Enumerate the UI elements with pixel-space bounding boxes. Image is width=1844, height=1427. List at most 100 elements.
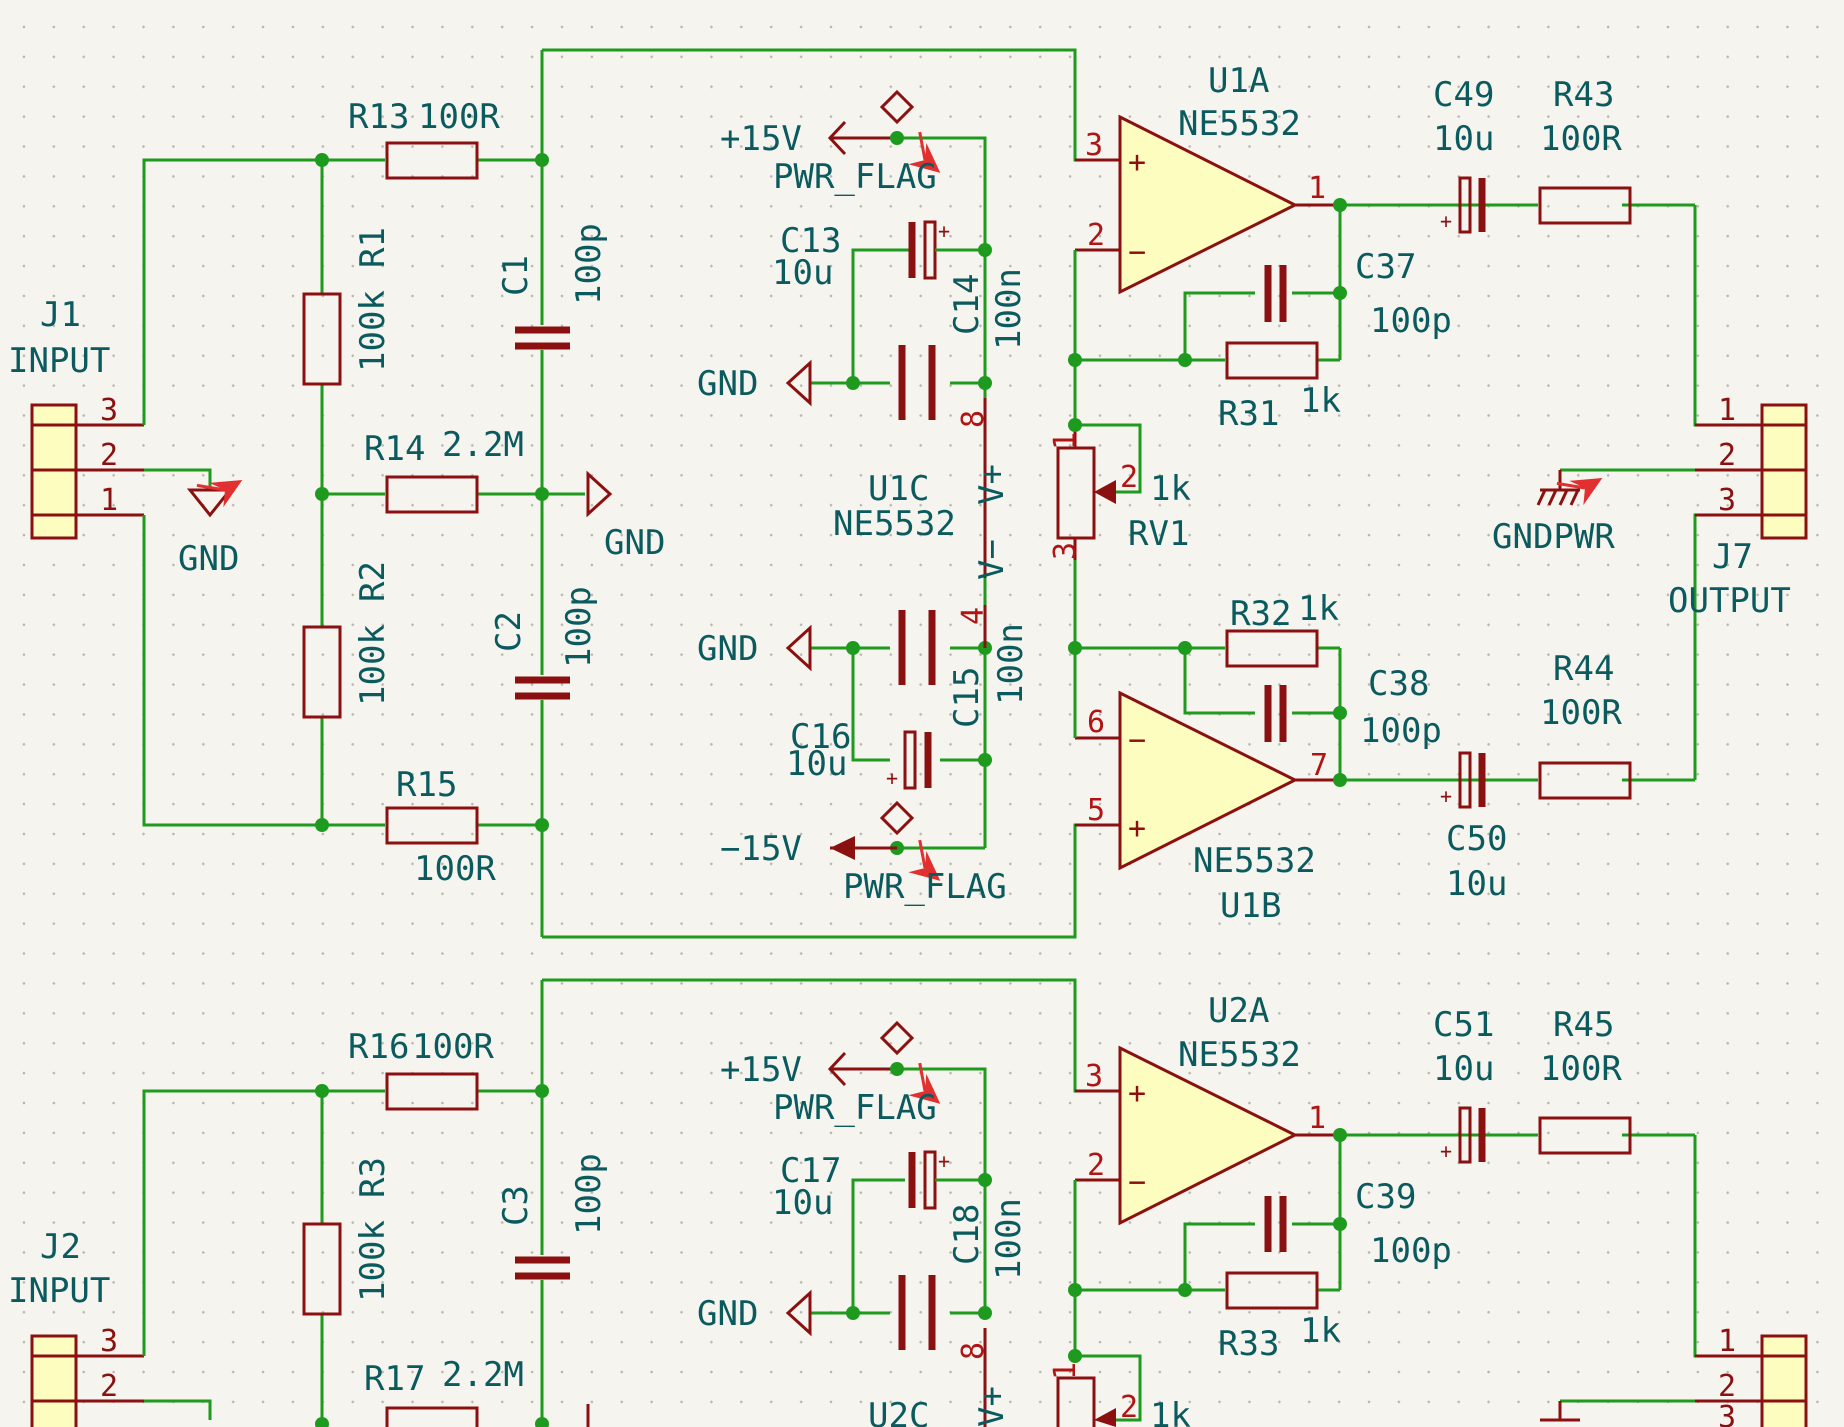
r2-resistor[interactable]: R2 100k <box>302 561 393 719</box>
c18-capacitor[interactable]: C18 100n <box>898 1198 1029 1350</box>
r33-value: 1k <box>1300 1311 1341 1351</box>
r15-resistor[interactable]: R15 100R <box>385 765 496 889</box>
j7-value: OUTPUT <box>1668 581 1791 621</box>
gnd-j1-label: GND <box>178 539 239 579</box>
u2a-opamp[interactable]: 3 2 1 + − U2A NE5532 <box>1075 991 1340 1226</box>
u1b-opamp[interactable]: 6 5 7 − + NE5532 U1B <box>1075 690 1340 926</box>
u1b-minus: − <box>1128 723 1146 758</box>
ch2-pos-rail-label: +15V <box>720 1050 802 1090</box>
ch2-pwr-flag-label: PWR_FLAG <box>773 1088 937 1128</box>
rv1-value: 1k <box>1150 469 1191 509</box>
c2-capacitor[interactable]: C2 100p <box>489 586 599 700</box>
r16-value: 100R <box>412 1027 494 1067</box>
c17-value: 10u <box>772 1183 833 1223</box>
u2a-value: NE5532 <box>1178 1035 1301 1075</box>
j2-connector[interactable]: J2 INPUT 3 2 <box>8 1227 144 1427</box>
r13-value: 100R <box>418 97 500 137</box>
c38-capacitor[interactable]: C38 100p <box>1264 664 1442 751</box>
c50-ref: C50 <box>1446 819 1507 859</box>
c14-value: 100n <box>989 268 1029 350</box>
u1a-pin3: 3 <box>1085 128 1103 163</box>
r14-value: 2.2M <box>442 425 524 465</box>
u1a-opamp[interactable]: 3 2 1 + − U1A NE5532 <box>1075 61 1340 295</box>
r17-ref: R17 <box>364 1359 425 1399</box>
c49-capacitor[interactable]: + C49 10u <box>1433 75 1538 234</box>
c37-capacitor[interactable]: C37 100p <box>1264 247 1452 341</box>
c16-capacitor[interactable]: + C16 10u <box>786 717 932 790</box>
output-stage-ch2 <box>1465 1133 1760 1422</box>
r14-resistor[interactable]: R14 2.2M <box>364 425 524 514</box>
c1-ref: C1 <box>496 255 536 296</box>
u1c-opamp-power[interactable]: 8 V+ V− 4 U1C NE5532 <box>833 398 1012 648</box>
r44-value: 100R <box>1540 693 1622 733</box>
r43-resistor[interactable]: R43 100R <box>1538 75 1632 225</box>
c51-capacitor[interactable]: + C51 10u <box>1433 1005 1538 1164</box>
gnd-c14-label: GND <box>697 364 758 404</box>
u2a-plus: + <box>1128 1076 1146 1111</box>
c37-value: 100p <box>1370 301 1452 341</box>
c49-plus: + <box>1440 209 1452 233</box>
c2-value: 100p <box>559 586 599 668</box>
pwr-flag-top-label: PWR_FLAG <box>773 157 937 197</box>
r16-ref: R16 <box>348 1027 409 1067</box>
rv1-pin1: 1 <box>1048 432 1083 450</box>
c15-value: 100n <box>991 623 1031 705</box>
r1-resistor[interactable]: R1 100k <box>302 227 393 386</box>
u1b-feedback <box>1068 560 1465 787</box>
r31-resistor[interactable]: R31 1k <box>1218 341 1341 434</box>
c13-plus: + <box>938 219 950 243</box>
c17-plus: + <box>938 1149 950 1173</box>
c16-plus: + <box>886 766 898 790</box>
r16-resistor[interactable]: R16 100R <box>348 1027 494 1111</box>
u1a-feedback <box>1068 198 1465 425</box>
u1a-value: NE5532 <box>1178 104 1301 144</box>
c3-value: 100p <box>569 1153 609 1235</box>
c3-capacitor[interactable]: C3 100p <box>496 1153 609 1280</box>
c13-capacitor[interactable]: + C13 10u <box>772 219 985 293</box>
jout2-pin-3: 3 <box>1718 1400 1736 1427</box>
j-out-ch2-connector[interactable]: 1 2 3 <box>1695 1324 1808 1427</box>
c1-capacitor[interactable]: C1 100p <box>496 223 609 350</box>
u1b-pin6: 6 <box>1087 705 1105 740</box>
r13-resistor[interactable]: R13 100R <box>348 97 500 180</box>
c17-capacitor[interactable]: + C17 10u <box>772 1149 985 1223</box>
u1a-pin2: 2 <box>1087 218 1105 253</box>
pwr-flag-bot-label: PWR_FLAG <box>843 867 1007 907</box>
c13-ref: C13 <box>780 221 841 261</box>
c50-value: 10u <box>1446 864 1507 904</box>
c14-capacitor[interactable]: C14 100n <box>898 268 1029 420</box>
u1b-pin7: 7 <box>1310 748 1328 783</box>
u1b-value: NE5532 <box>1193 841 1316 881</box>
r3-value: 100k <box>353 1220 393 1302</box>
j1-value: INPUT <box>8 341 110 381</box>
j1-ref: J1 <box>40 295 81 335</box>
c38-ref: C38 <box>1368 664 1429 704</box>
r1-value: 100k <box>353 290 393 372</box>
j1-connector[interactable]: J1 INPUT 3 2 1 <box>8 295 144 540</box>
rv1-potentiometer[interactable]: 1 2 3 1k RV1 <box>1048 418 1191 560</box>
c16-ref: C16 <box>790 717 851 757</box>
c15-ref: C15 <box>947 667 987 728</box>
j7-connector[interactable]: 1 2 3 J7 OUTPUT <box>1668 393 1808 621</box>
c50-capacitor[interactable]: + C50 10u <box>1440 751 1538 904</box>
c1-value: 100p <box>569 223 609 305</box>
u1b-ref: U1B <box>1220 886 1281 926</box>
r45-resistor[interactable]: R45 100R <box>1538 1005 1632 1155</box>
gnd-c15-label: GND <box>697 629 758 669</box>
r15-value: 100R <box>414 849 496 889</box>
c15-capacitor[interactable]: C15 100n <box>898 610 1031 728</box>
r32-resistor[interactable]: R32 1k <box>1225 589 1339 668</box>
c51-ref: C51 <box>1433 1005 1494 1045</box>
c13-value: 10u <box>772 253 833 293</box>
r31-value: 1k <box>1300 381 1341 421</box>
c39-capacitor[interactable]: C39 100p <box>1264 1177 1452 1271</box>
jout2-pin-2: 2 <box>1718 1369 1736 1404</box>
r33-resistor[interactable]: R33 1k <box>1218 1271 1341 1364</box>
r44-resistor[interactable]: R44 100R <box>1538 649 1632 800</box>
c39-value: 100p <box>1370 1231 1452 1271</box>
c37-ref: C37 <box>1355 247 1416 287</box>
r17-resistor[interactable]: R17 2.2M <box>364 1355 524 1427</box>
j7-pin-3: 3 <box>1718 483 1736 518</box>
r3-resistor[interactable]: R3 100k <box>302 1157 393 1316</box>
gnd-symbol-c15: GND <box>697 624 812 672</box>
